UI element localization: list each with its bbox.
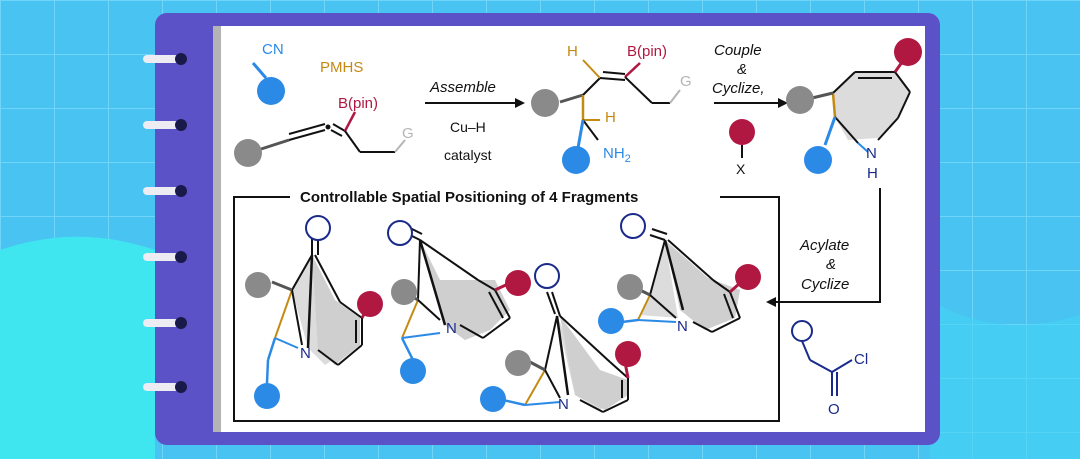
cuh-label: Cu–H [450,119,486,135]
x-label: X [736,161,746,177]
h-label: H [867,165,878,182]
red-fragment-circle [505,270,531,296]
blue-fragment-circle [400,358,426,384]
allene-reagent: B(pin) G [234,95,414,167]
assemble-label: Assemble [429,79,496,96]
couple-label: Couple [714,42,762,59]
gray-fragment-circle [245,272,271,298]
cyclize-label: Cyclize, [712,80,765,97]
open-fragment-circle [620,213,646,239]
blue-fragment-circle [598,308,624,334]
bicyclic-product-3: N [480,263,641,413]
box-title: Controllable Spatial Positioning of 4 Fr… [300,189,638,206]
red-fragment-circle [729,119,755,145]
blue-fragment-circle [254,383,280,409]
h-label: H [567,43,578,60]
binder-ring [143,317,187,329]
gray-fragment-circle [786,86,814,114]
acyl-chloride-reagent: Cl O [791,320,868,418]
gray-fragment-circle [391,279,417,305]
binder-ring [143,53,187,65]
amine-intermediate: H B(pin) G H NH2 [531,43,692,174]
cn-label: CN [262,41,284,58]
bpin-label: B(pin) [338,95,378,112]
bpin-label: B(pin) [627,43,667,60]
n-label: N [300,345,311,362]
blue-fragment-circle [804,146,832,174]
red-fragment-circle [615,341,641,367]
binder-ring [143,251,187,263]
h-label: H [605,109,616,126]
catalyst-label: catalyst [444,147,492,163]
bicyclic-product-4: N [598,213,761,335]
g-label: G [680,73,692,90]
binder-ring [143,185,187,197]
gray-fragment-circle [531,89,559,117]
amp-label: & [826,256,836,273]
g-label: G [402,125,414,142]
azepine-product: N H [786,38,922,182]
blue-fragment-circle [480,386,506,412]
gray-fragment-circle [617,274,643,300]
n-label: N [677,318,688,335]
gray-fragment-circle [234,139,262,167]
cyclize-label: Cyclize [801,276,849,293]
red-fragment-circle [357,291,383,317]
o-label: O [828,401,840,418]
pmhs-label: PMHS [320,59,363,76]
n-label: N [558,396,569,413]
open-fragment-circle [534,263,560,289]
open-fragment-circle [387,220,413,246]
n-label: N [446,320,457,337]
gray-fragment-circle [505,350,531,376]
nh2-label: NH2 [603,145,631,165]
blue-fragment-circle [562,146,590,174]
binder-ring [143,119,187,131]
acylate-label: Acylate [799,237,849,254]
red-fragment-circle [735,264,761,290]
amp-label: & [737,61,747,78]
blue-fragment-circle [257,77,285,105]
red-fragment-circle [894,38,922,66]
binder-ring [143,381,187,393]
cl-label: Cl [854,351,868,368]
open-fragment-circle [305,215,331,241]
acylate-arrow [766,188,881,307]
bicyclic-product-2: N [387,220,531,384]
open-fragment-circle [791,320,813,342]
n-label: N [866,145,877,162]
bicyclic-product-1: N [245,215,383,409]
nitrile-reagent: CN [251,41,285,105]
